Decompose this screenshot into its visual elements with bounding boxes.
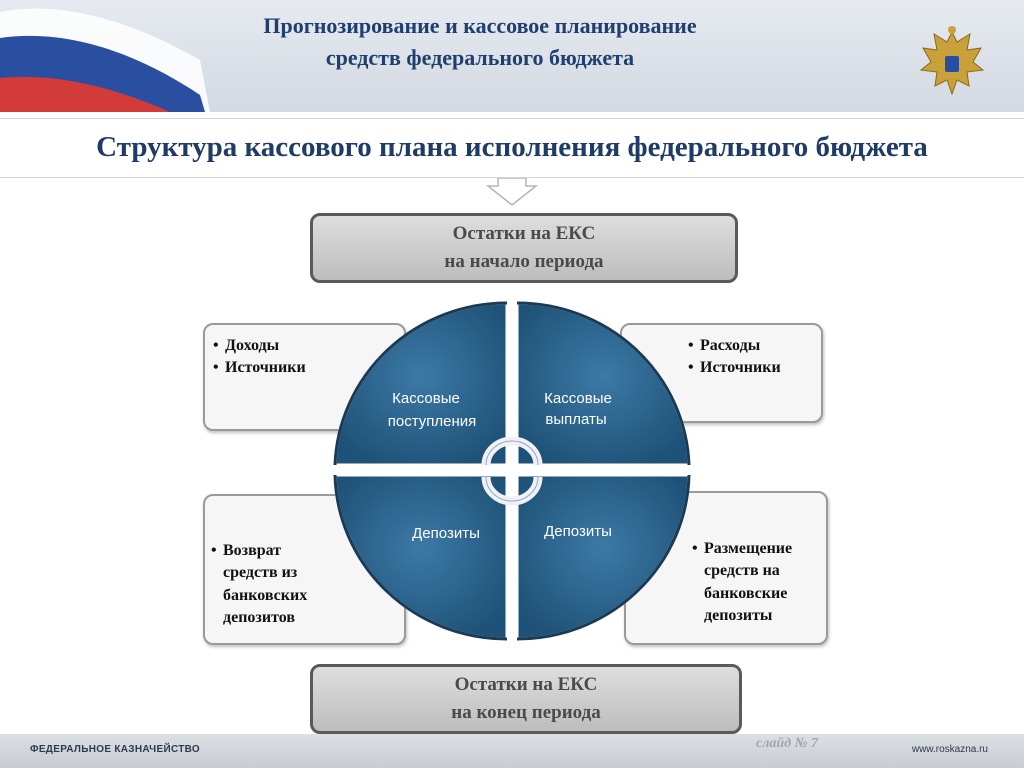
deposit-placement-item: Размещение средств на банковские депозит… bbox=[690, 538, 820, 628]
footer-organization: ФЕДЕРАЛЬНОЕ КАЗНАЧЕЙСТВО bbox=[30, 744, 200, 755]
closing-balance-line1: Остатки на ЕКС bbox=[454, 674, 598, 695]
deposit-return-item: Возврат средств из банковских депозитов bbox=[209, 540, 329, 630]
segment-payments-line2: выплаты bbox=[545, 411, 606, 428]
payments-item-sources: Источники bbox=[686, 357, 821, 380]
receipts-item-income: Доходы bbox=[211, 335, 404, 358]
segment-receipts-line1: Кассовые bbox=[392, 390, 460, 407]
opening-balance-line1: Остатки на ЕКС bbox=[452, 223, 596, 244]
receipts-item-sources: Источники bbox=[211, 357, 404, 380]
title-band: Структура кассового плана исполнения фед… bbox=[0, 118, 1024, 178]
header-title-line2: средств федерального бюджета bbox=[325, 45, 635, 70]
opening-balance-box: Остатки на ЕКС на начало периода bbox=[310, 213, 738, 283]
opening-balance-line2: на начало периода bbox=[444, 250, 604, 272]
double-headed-eagle-icon bbox=[919, 26, 985, 96]
closing-balance-line2: на конец периода bbox=[451, 701, 601, 723]
flag-decoration bbox=[0, 8, 210, 112]
segment-deposits-left-label: Депозиты bbox=[412, 525, 480, 542]
footer-website[interactable]: www.roskazna.ru bbox=[911, 744, 988, 755]
slide-header: Прогнозирование и кассовое планирование … bbox=[0, 0, 1024, 112]
header-title-line1: Прогнозирование и кассовое планирование bbox=[263, 13, 697, 38]
segment-deposits-right-label: Депозиты bbox=[544, 523, 612, 540]
slide-title: Структура кассового плана исполнения фед… bbox=[96, 131, 928, 163]
segment-payments-line1: Кассовые bbox=[544, 390, 612, 407]
cash-plan-circle: Кассовые поступления Кассовые выплаты Де… bbox=[333, 301, 691, 641]
segment-receipts-line2: поступления bbox=[388, 413, 477, 430]
slide-footer: ФЕДЕРАЛЬНОЕ КАЗНАЧЕЙСТВО www.roskazna.ru bbox=[0, 734, 1024, 768]
down-arrow-icon bbox=[486, 178, 538, 206]
slide-number: слайд № 7 bbox=[756, 736, 818, 751]
cycle-arrows-icon bbox=[481, 436, 543, 506]
payments-item-expenses: Расходы bbox=[686, 335, 821, 358]
closing-balance-box: Остатки на ЕКС на конец периода bbox=[310, 664, 742, 734]
